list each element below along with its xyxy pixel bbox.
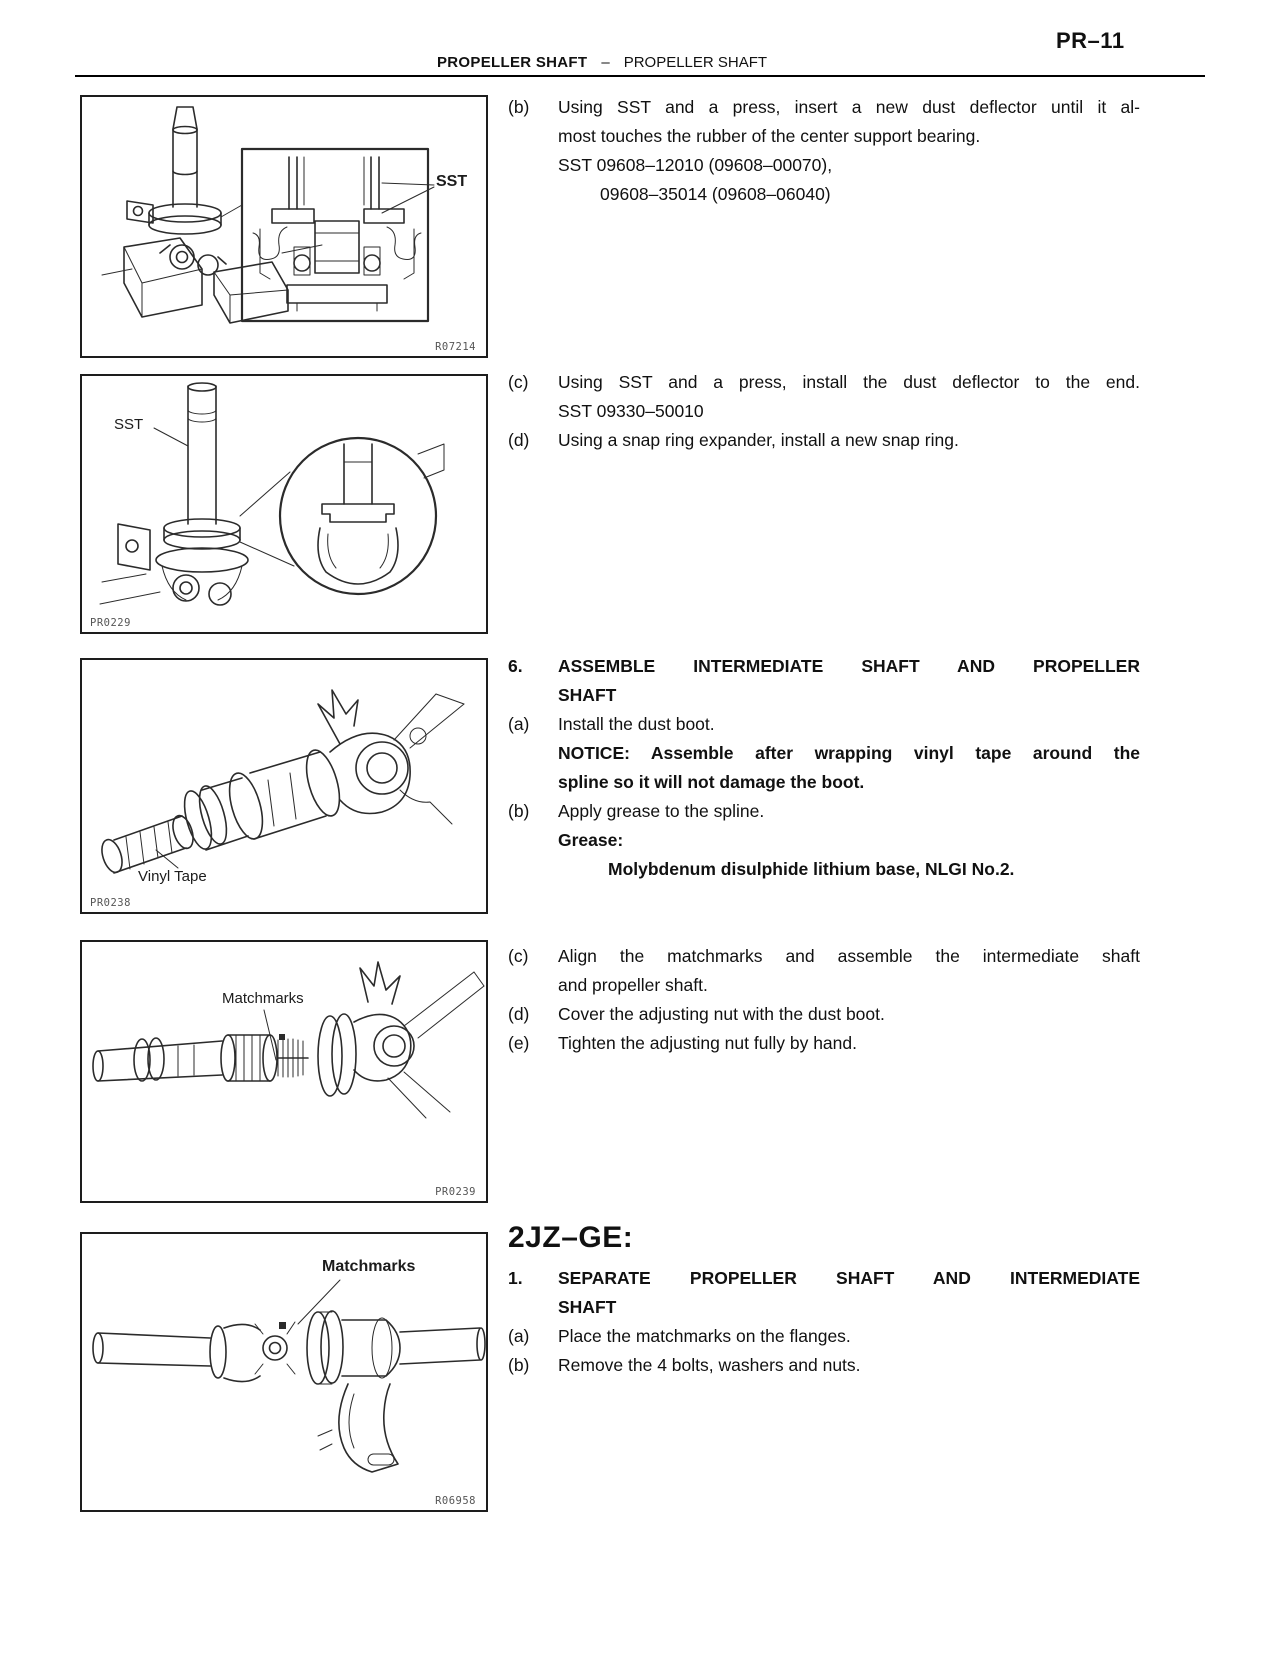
- steps-c-d-install-deflector: (c) Using SST and a press, install the d…: [508, 368, 1140, 455]
- step-text-line: Cover the adjusting nut with the dust bo…: [558, 1004, 885, 1024]
- page-number: PR–11: [1056, 28, 1125, 53]
- section-title-line: SEPARATE PROPELLER SHAFT AND INTERMEDIAT…: [558, 1268, 1140, 1288]
- figure-flange-matchmarks: Matchmarks R06958: [80, 1232, 488, 1512]
- step-text-line: Tighten the adjusting nut fully by hand.: [558, 1033, 857, 1053]
- sst-label: SST: [114, 416, 144, 433]
- sst-number-line: 09608–35014 (09608–06040): [600, 184, 831, 204]
- vinyl-tape-label: Vinyl Tape: [138, 868, 207, 885]
- notice-line: NOTICE: Assemble after wrapping vinyl ta…: [558, 743, 1140, 763]
- section-title-line: SHAFT: [558, 685, 617, 705]
- section-2jzge: 2JZ–GE: 1. SEPARATE PROPELLER SHAFT AND …: [508, 1220, 1140, 1380]
- align-matchmarks-illustration: [92, 961, 485, 1119]
- figure-code: R06958: [435, 1495, 476, 1507]
- matchmarks-label: Matchmarks: [322, 1258, 416, 1275]
- figure-code: PR0238: [90, 897, 131, 909]
- vinyl-tape-illustration: [101, 689, 465, 874]
- step-text-line: Align the matchmarks and assemble the in…: [558, 946, 1140, 966]
- section-title-line: ASSEMBLE INTERMEDIATE SHAFT AND PROPELLE…: [558, 656, 1140, 676]
- step-label: (a): [508, 1326, 530, 1346]
- step-text-line: Using SST and a press, install the dust …: [558, 372, 1140, 392]
- running-header: PROPELLER SHAFT–PROPELLER SHAFT: [437, 54, 767, 71]
- step-label: (d): [508, 1004, 530, 1024]
- press-insert-illustration: [101, 106, 435, 324]
- figure-code: PR0229: [90, 617, 131, 629]
- matchmarks-label: Matchmarks: [222, 990, 304, 1007]
- running-header-subsection: PROPELLER SHAFT: [623, 54, 768, 71]
- step-label: (a): [508, 714, 530, 734]
- step-label: (d): [508, 430, 530, 450]
- engine-heading: 2JZ–GE:: [508, 1221, 634, 1254]
- figure-code: PR0239: [435, 1186, 476, 1198]
- step-text-line: Remove the 4 bolts, washers and nuts.: [558, 1355, 861, 1375]
- running-header-dash: –: [601, 54, 610, 71]
- step-text-line: Install the dust boot.: [558, 714, 715, 734]
- notice-line: spline so it will not damage the boot.: [558, 772, 865, 792]
- section-title-line: SHAFT: [558, 1297, 617, 1317]
- section-number: 6.: [508, 656, 523, 676]
- grease-spec: Molybdenum disulphide lithium base, NLGI…: [608, 859, 1015, 879]
- section-number: 1.: [508, 1268, 523, 1288]
- sst-number-line: SST 09330–50010: [558, 401, 704, 421]
- step-text-line: Using a snap ring expander, install a ne…: [558, 430, 959, 450]
- figure-press-insert-deflector: SST R07214: [80, 95, 488, 358]
- step-label: (b): [508, 1355, 530, 1375]
- step-text-line: most touches the rubber of the center su…: [558, 126, 981, 146]
- step-b-insert-deflector: (b) Using SST and a press, insert a new …: [508, 93, 1140, 209]
- press-deflector-illustration: [99, 382, 445, 606]
- figure-press-deflector-end: SST PR0229: [80, 374, 488, 634]
- step-label: (c): [508, 372, 529, 392]
- step-text-line: and propeller shaft.: [558, 975, 708, 995]
- sst-label: SST: [436, 173, 468, 190]
- step-text-line: Using SST and a press, insert a new dust…: [558, 97, 1140, 117]
- figure-code: R07214: [435, 341, 476, 353]
- figure-align-matchmarks: Matchmarks PR0239: [80, 940, 488, 1203]
- header-rule: [75, 75, 1205, 77]
- grease-label: Grease:: [558, 830, 624, 850]
- flange-matchmarks-illustration: [92, 1279, 486, 1473]
- step-label: (b): [508, 97, 530, 117]
- step-label: (b): [508, 801, 530, 821]
- step-text-line: Place the matchmarks on the flanges.: [558, 1326, 851, 1346]
- sst-number-line: SST 09608–12010 (09608–00070),: [558, 155, 833, 175]
- running-header-section: PROPELLER SHAFT: [437, 54, 588, 71]
- step-label: (e): [508, 1033, 530, 1053]
- figure-vinyl-tape-spline: Vinyl Tape PR0238: [80, 658, 488, 914]
- steps-c-d-e-align: (c) Align the matchmarks and assemble th…: [508, 942, 1140, 1058]
- section-6-assemble: 6. ASSEMBLE INTERMEDIATE SHAFT AND PROPE…: [508, 652, 1140, 884]
- step-text-line: Apply grease to the spline.: [558, 801, 765, 821]
- step-label: (c): [508, 946, 529, 966]
